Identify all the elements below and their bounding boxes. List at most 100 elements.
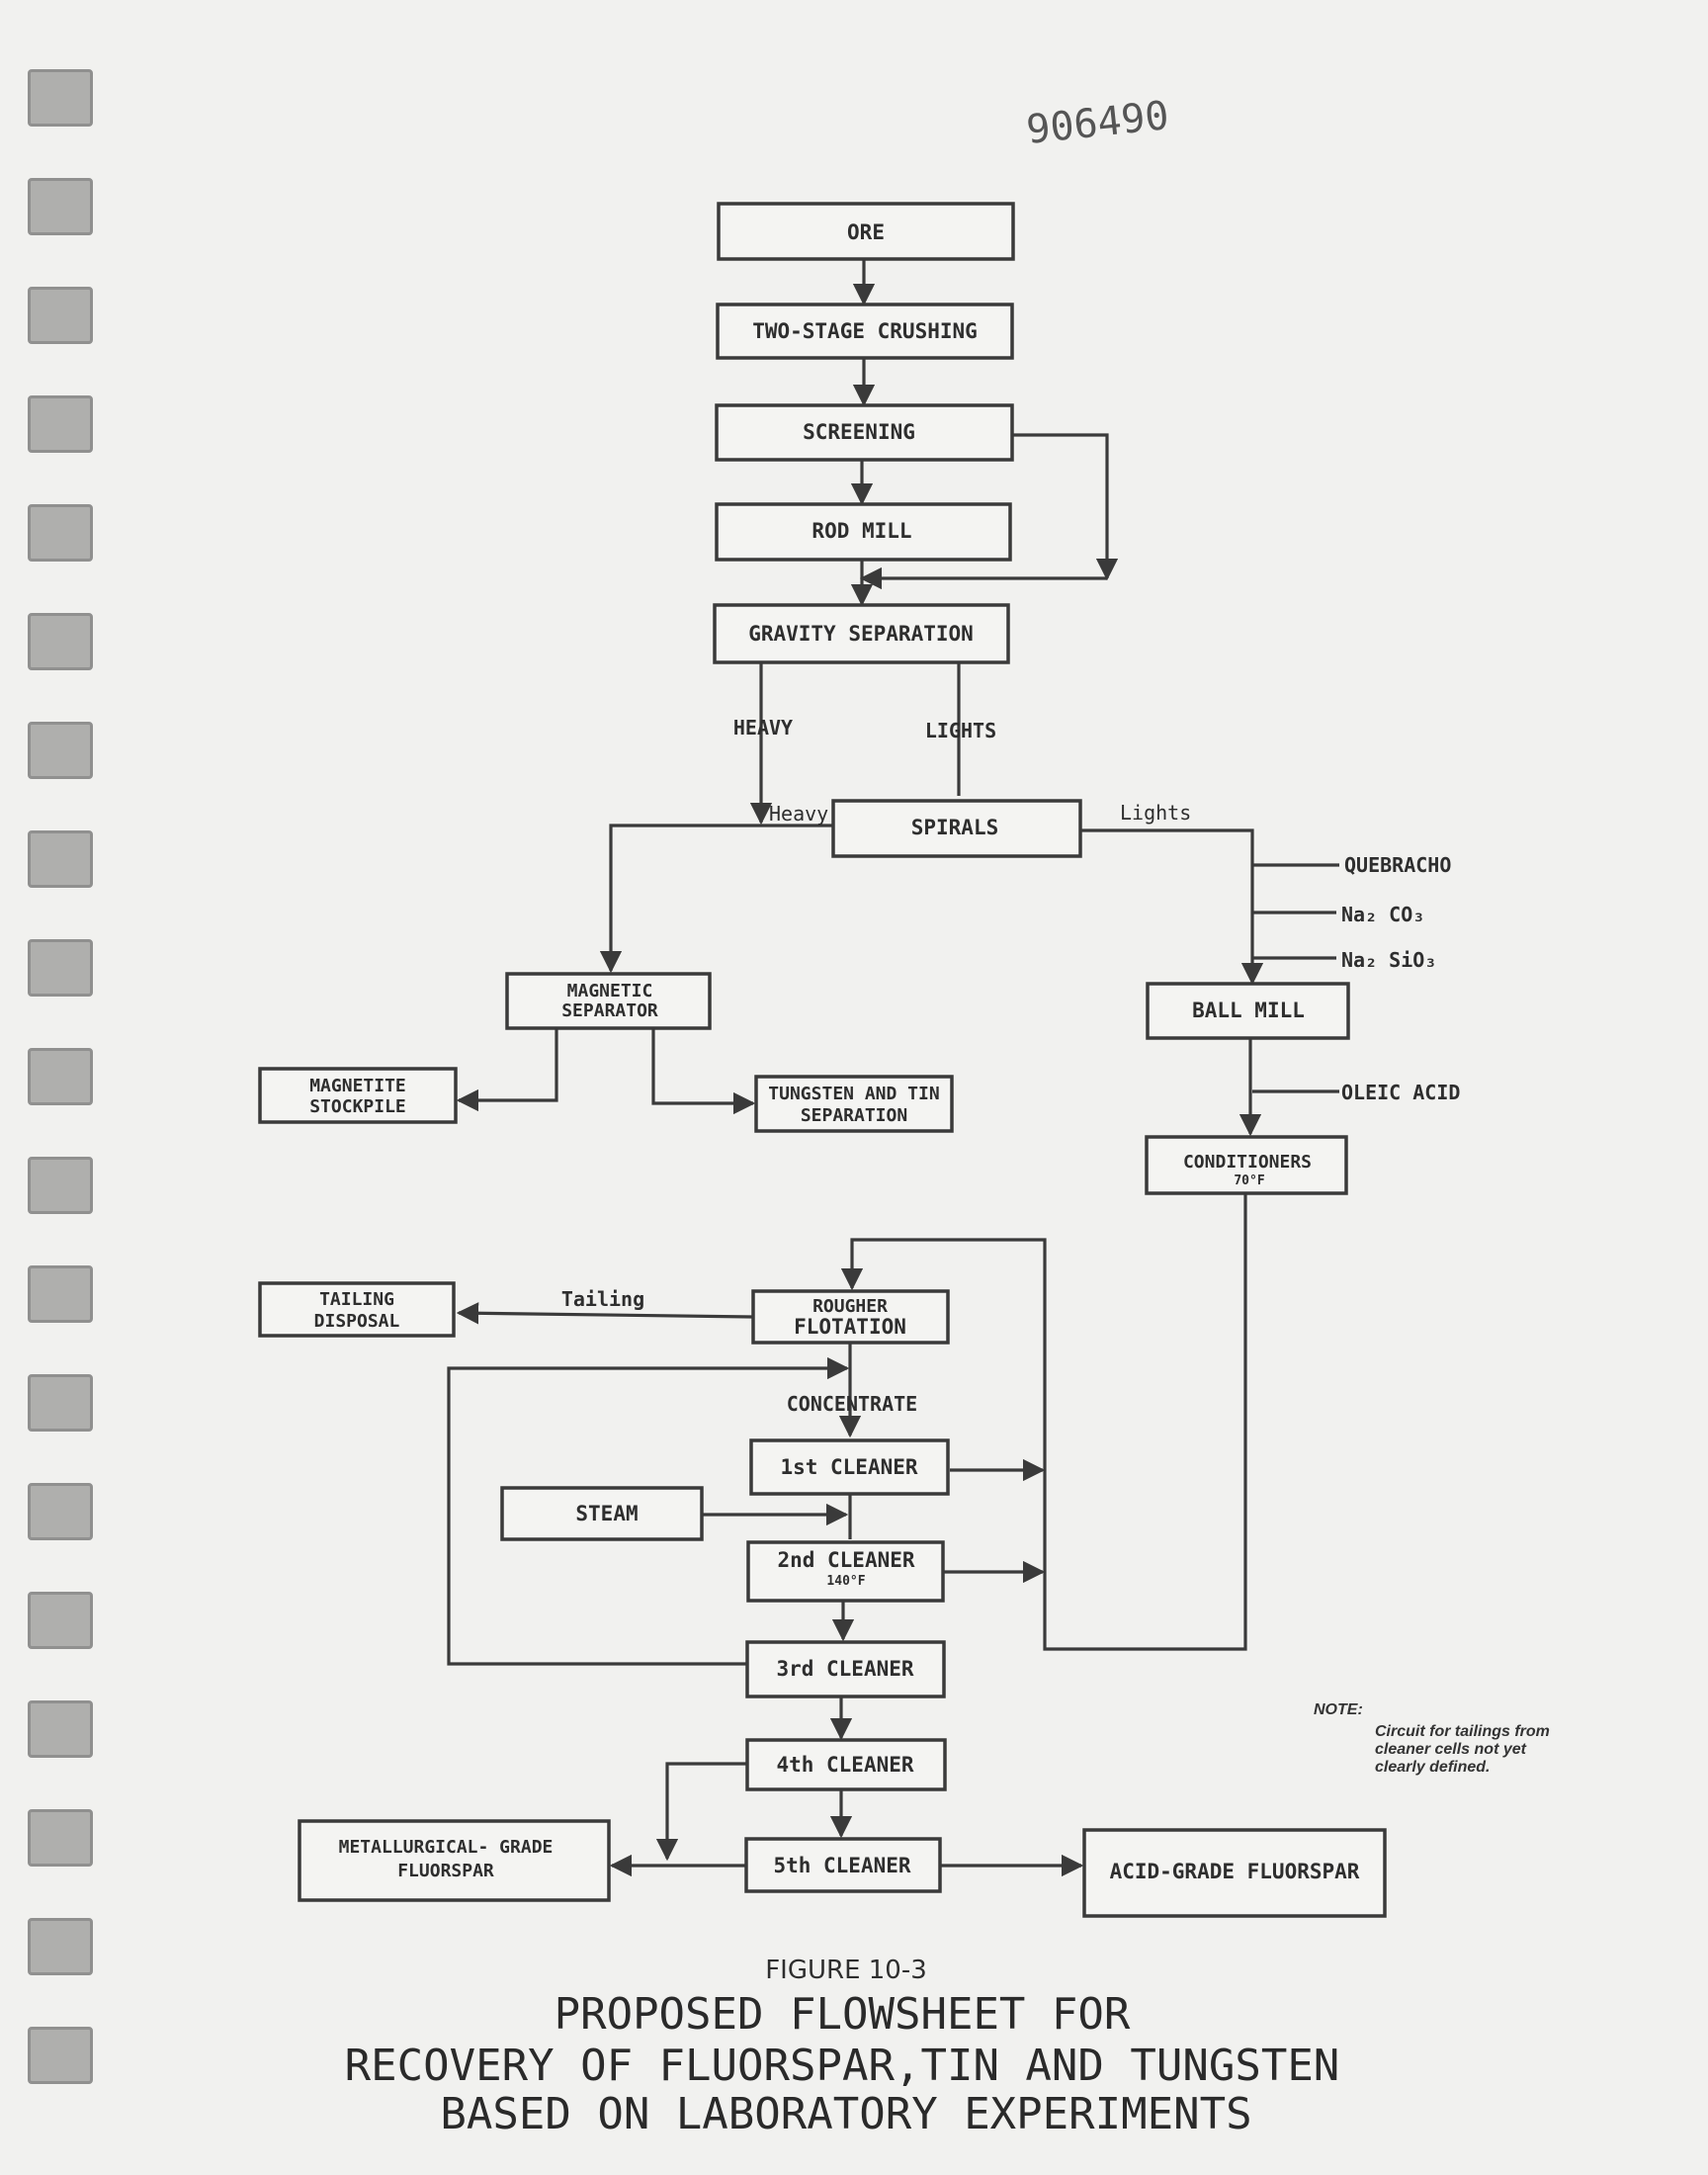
node-tailing-disposal: TAILING DISPOSAL xyxy=(258,1281,456,1338)
node-3rd-cleaner-label: 3rd CLEANER xyxy=(776,1657,913,1681)
figure-title-line-3: BASED ON LABORATORY EXPERIMENTS xyxy=(440,2089,1251,2139)
binder-hole xyxy=(28,1265,93,1323)
node-5th-cleaner-label: 5th CLEANER xyxy=(773,1854,910,1877)
edge-spirals-heavy xyxy=(599,824,833,974)
binder-hole xyxy=(28,2027,93,2084)
node-2nd-cleaner: 2nd CLEANER 140°F xyxy=(746,1540,945,1603)
figure-number: FIGURE 10-3 xyxy=(765,1956,927,1985)
node-two-stage-crushing-label: TWO-STAGE CRUSHING xyxy=(752,319,978,343)
node-magnetic-separator: MAGNETIC SEPARATOR xyxy=(505,972,712,1030)
edge-label-heavy-lower: Heavy xyxy=(769,802,828,826)
note-line-3: clearly defined. xyxy=(1375,1759,1491,1776)
reagent-oleic-acid: OLEIC ACID xyxy=(1341,1081,1460,1104)
node-ore-label: ORE xyxy=(847,220,885,244)
node-5th-cleaner: 5th CLEANER xyxy=(744,1837,942,1893)
binder-hole xyxy=(28,287,93,344)
edge-spirals-lights xyxy=(1080,828,1264,986)
node-tungsten-tin-separation-label-2: SEPARATION xyxy=(801,1105,907,1126)
node-magnetic-separator-label-1: MAGNETIC xyxy=(567,981,653,1001)
binder-hole xyxy=(28,395,93,453)
node-gravity-separation-label: GRAVITY SEPARATION xyxy=(748,622,974,646)
node-two-stage-crushing: TWO-STAGE CRUSHING xyxy=(716,303,1014,360)
binder-hole xyxy=(28,1809,93,1867)
figure-title-line-1: PROPOSED FLOWSHEET FOR xyxy=(555,1989,1131,2040)
note-line-1: Circuit for tailings from xyxy=(1375,1723,1550,1740)
node-screening-label: SCREENING xyxy=(803,420,915,444)
binder-hole xyxy=(28,1592,93,1649)
node-magnetite-stockpile-label-2: STOCKPILE xyxy=(309,1096,406,1117)
node-metallurgical-grade-label-1: METALLURGICAL- GRADE xyxy=(339,1837,554,1858)
binder-hole xyxy=(28,1374,93,1432)
node-ore: ORE xyxy=(717,202,1015,261)
node-screening: SCREENING xyxy=(715,403,1014,462)
binder-hole xyxy=(28,1918,93,1975)
node-spirals: SPIRALS xyxy=(831,799,1082,858)
node-spirals-label: SPIRALS xyxy=(911,816,999,839)
node-tungsten-tin-separation: TUNGSTEN AND TIN SEPARATION xyxy=(754,1075,954,1133)
node-rougher-flotation-label-1: ROUGHER xyxy=(812,1296,888,1317)
binder-hole xyxy=(28,1048,93,1105)
edge-screening-bypass xyxy=(1012,433,1119,581)
binder-hole xyxy=(28,613,93,670)
node-tungsten-tin-separation-label-1: TUNGSTEN AND TIN xyxy=(768,1084,939,1104)
node-ball-mill: BALL MILL xyxy=(1146,982,1350,1040)
edge-label-lights-upper: LIGHTS xyxy=(925,719,996,742)
node-metallurgical-grade-label-2: FLUORSPAR xyxy=(397,1861,494,1881)
binder-hole xyxy=(28,178,93,235)
node-conditioners-temp: 70°F xyxy=(1234,1174,1264,1188)
edge-rougher-tailing xyxy=(456,1302,753,1325)
binder-hole xyxy=(28,722,93,779)
edge-label-heavy-upper: HEAVY xyxy=(733,716,793,740)
edge-label-lights-lower: Lights xyxy=(1120,801,1191,825)
binder-hole xyxy=(28,939,93,997)
node-acid-grade-fluorspar-label: ACID-GRADE FLUORSPAR xyxy=(1110,1860,1360,1883)
node-rod-mill-label: ROD MILL xyxy=(811,519,911,543)
edge-label-concentrate: CONCENTRATE xyxy=(787,1392,917,1416)
binder-hole xyxy=(28,69,93,127)
node-metallurgical-grade-fluorspar: METALLURGICAL- GRADE FLUORSPAR xyxy=(298,1819,611,1902)
node-tailing-disposal-label-1: TAILING xyxy=(319,1289,394,1310)
node-1st-cleaner: 1st CLEANER xyxy=(749,1438,950,1496)
node-tailing-disposal-label-2: DISPOSAL xyxy=(314,1311,400,1332)
node-steam: STEAM xyxy=(500,1486,704,1541)
figure-title-line-2: RECOVERY OF FLUORSPAR,TIN AND TUNGSTEN xyxy=(345,2041,1340,2091)
binder-hole xyxy=(28,504,93,562)
edge-cleaner3-recycle xyxy=(447,1356,850,1666)
edge-magnetic-magnetite xyxy=(456,1028,558,1112)
node-rod-mill: ROD MILL xyxy=(715,502,1012,562)
node-acid-grade-fluorspar: ACID-GRADE FLUORSPAR xyxy=(1082,1828,1387,1918)
reagent-quebracho: QUEBRACHO xyxy=(1344,853,1451,877)
edges xyxy=(447,259,1339,1877)
node-gravity-separation: GRAVITY SEPARATION xyxy=(713,603,1010,664)
binder-hole xyxy=(28,1157,93,1214)
edge-magnetic-tungsten xyxy=(651,1028,756,1115)
note-heading: NOTE: xyxy=(1314,1701,1363,1718)
reagent-na2sio3: Na₂ SiO₃ xyxy=(1341,948,1436,972)
binder-hole xyxy=(28,1483,93,1540)
node-1st-cleaner-label: 1st CLEANER xyxy=(780,1455,917,1479)
edge-conditioners-rougher xyxy=(840,1194,1247,1651)
document-number: 906490 xyxy=(1024,93,1171,153)
edge-label-tailing: Tailing xyxy=(561,1287,644,1311)
edge-cleaner4-recycle xyxy=(655,1762,747,1862)
node-2nd-cleaner-temp: 140°F xyxy=(826,1574,865,1589)
node-rougher-flotation: ROUGHER FLOTATION xyxy=(751,1289,950,1345)
node-3rd-cleaner: 3rd CLEANER xyxy=(745,1640,946,1698)
reagent-na2co3: Na₂ CO₃ xyxy=(1341,903,1424,926)
node-ball-mill-label: BALL MILL xyxy=(1192,999,1305,1022)
node-conditioners: CONDITIONERS 70°F xyxy=(1145,1135,1348,1195)
node-magnetic-separator-label-2: SEPARATOR xyxy=(561,1000,658,1021)
node-4th-cleaner: 4th CLEANER xyxy=(745,1738,947,1791)
node-magnetite-stockpile: MAGNETITE STOCKPILE xyxy=(258,1067,458,1124)
node-steam-label: STEAM xyxy=(575,1502,638,1525)
note-line-2: cleaner cells not yet xyxy=(1375,1741,1527,1758)
node-2nd-cleaner-label: 2nd CLEANER xyxy=(777,1548,914,1572)
node-magnetite-stockpile-label-1: MAGNETITE xyxy=(309,1076,406,1096)
note: NOTE: Circuit for tailings from cleaner … xyxy=(1314,1701,1550,1776)
binder-holes xyxy=(22,59,101,2116)
node-4th-cleaner-label: 4th CLEANER xyxy=(776,1753,913,1777)
binder-hole xyxy=(28,830,93,888)
binder-hole xyxy=(28,1700,93,1758)
node-conditioners-label: CONDITIONERS xyxy=(1183,1152,1312,1173)
